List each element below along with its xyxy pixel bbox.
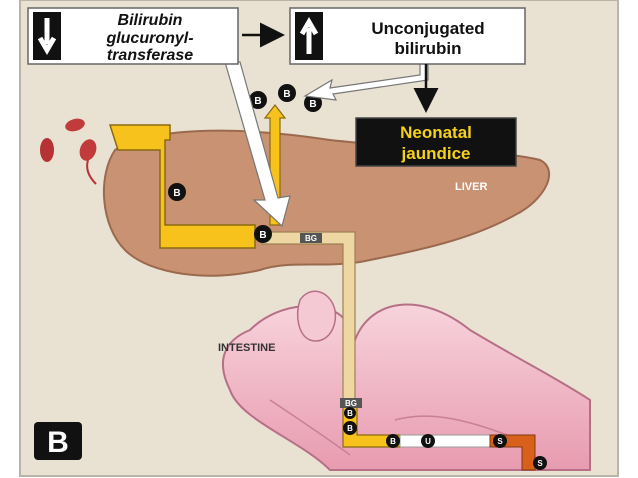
red-blood-cell-icon	[40, 118, 97, 162]
unconj-label-2: bilirubin	[394, 39, 461, 58]
svg-text:B: B	[347, 409, 353, 418]
jaundice-label-1: Neonatal	[400, 123, 472, 142]
molecule-b-cluster-3: B	[304, 94, 322, 112]
molecule-b-intestine-1: B	[344, 407, 356, 419]
arrow-down-icon	[33, 12, 61, 60]
molecule-bg-liver: BG	[300, 233, 322, 243]
svg-text:B: B	[347, 424, 353, 433]
urobilinogen-path	[399, 434, 491, 448]
jaundice-box	[355, 117, 517, 167]
svg-text:BG: BG	[305, 234, 317, 243]
svg-text:B: B	[173, 188, 180, 199]
panel-letter-badge	[34, 422, 82, 460]
molecule-bg-intestine: BG	[340, 398, 362, 408]
svg-text:B: B	[390, 437, 396, 446]
molecule-b-intestine-2: B	[343, 421, 357, 435]
liver-label: LIVER	[455, 181, 487, 193]
molecule-b-junction: B	[254, 225, 272, 243]
svg-text:B: B	[283, 89, 290, 100]
molecule-b-cluster-2: B	[278, 84, 296, 102]
intestine-label: INTESTINE	[218, 342, 275, 354]
molecule-b-cluster-1: B	[249, 91, 267, 109]
svg-text:S: S	[497, 437, 503, 446]
unconjugated-pointer-arrow	[303, 59, 429, 101]
enzyme-label-1: Bilirubin	[118, 12, 183, 29]
enzyme-inhibition-arrow	[224, 61, 291, 228]
unconjugated-box	[289, 7, 526, 65]
arrow-up-icon	[295, 12, 323, 60]
svg-text:BG: BG	[345, 399, 357, 408]
svg-text:B: B	[254, 96, 261, 107]
molecule-s-1: S	[493, 434, 507, 448]
enzyme-box	[27, 7, 239, 65]
enzyme-label-2: glucuronyl-	[105, 30, 193, 47]
molecule-b-liver: B	[168, 183, 186, 201]
jaundice-label-2: jaundice	[401, 144, 471, 163]
svg-text:B: B	[259, 230, 266, 241]
molecule-s-2: S	[533, 456, 547, 470]
molecule-b-intestine-3: B	[386, 434, 400, 448]
svg-text:S: S	[537, 459, 543, 468]
panel-letter: B	[47, 426, 69, 459]
unconj-label-1: Unconjugated	[371, 19, 484, 38]
enzyme-label-3: transferase	[107, 47, 193, 64]
svg-text:U: U	[425, 437, 431, 446]
rbc-tail	[86, 159, 97, 185]
molecule-u: U	[421, 434, 435, 448]
bilirubin-uptake-path	[108, 124, 256, 249]
svg-text:B: B	[309, 99, 316, 110]
